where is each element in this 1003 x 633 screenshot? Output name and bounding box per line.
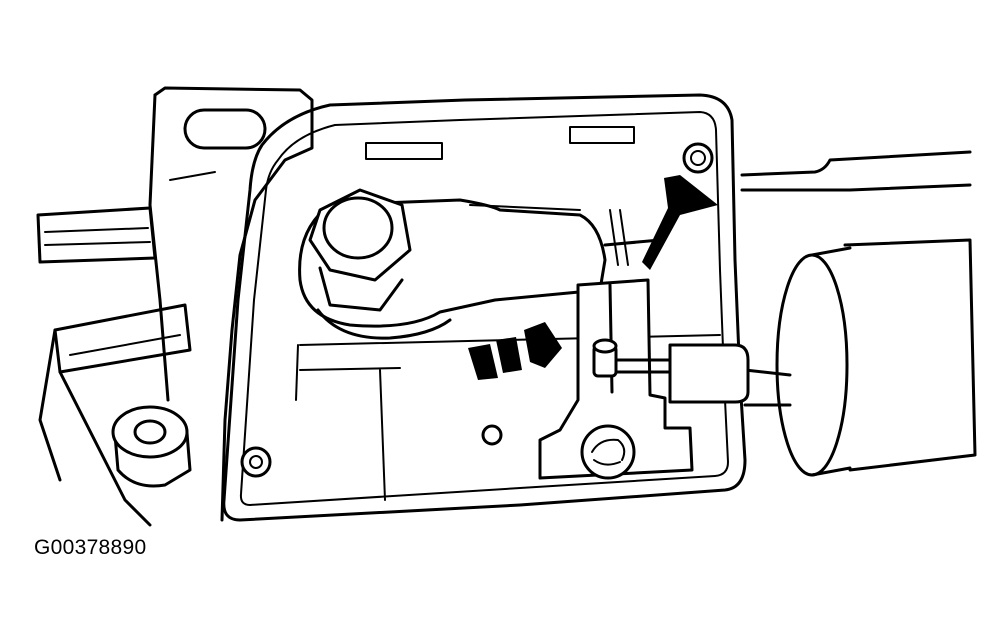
connector <box>668 343 750 404</box>
hex-nut <box>308 188 412 312</box>
pin-hole <box>481 424 503 446</box>
right-shaft <box>740 150 977 477</box>
linkage-rod <box>603 209 662 266</box>
slot-hole <box>183 108 267 150</box>
left-housing <box>36 206 192 527</box>
screw-hole <box>240 446 272 478</box>
mounting-bracket <box>148 86 314 522</box>
arrow-pointer <box>642 175 718 270</box>
lower-post <box>111 405 192 488</box>
bolt-head <box>580 424 636 480</box>
actuator-bracket <box>538 278 750 480</box>
screw-hole <box>682 142 714 174</box>
figure-id-label: G00378890 <box>34 536 147 559</box>
motor-end <box>775 253 849 477</box>
arrow-movement <box>468 322 562 380</box>
